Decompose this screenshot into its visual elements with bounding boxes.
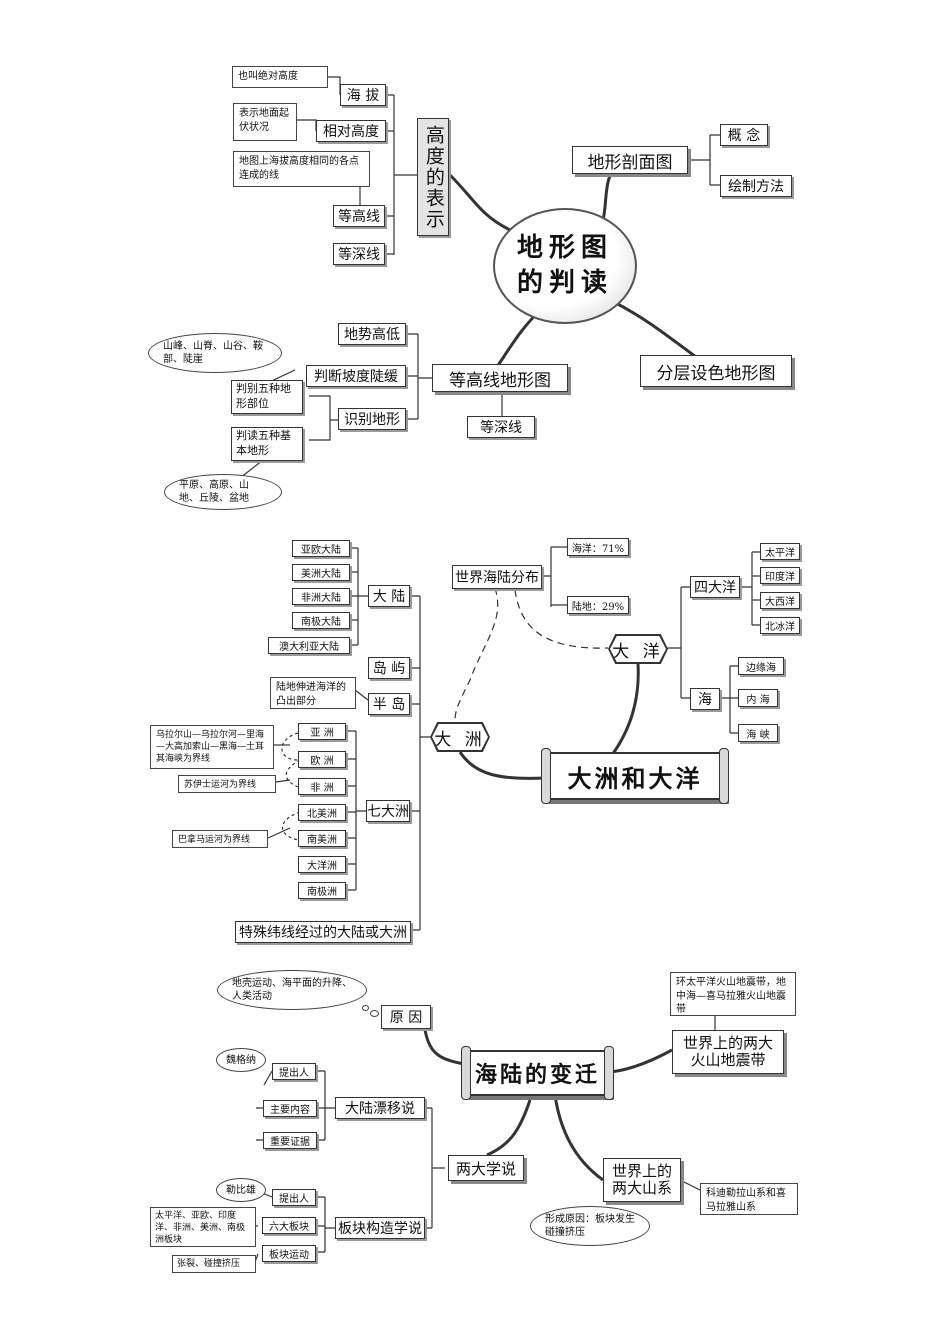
identify-landform-node: 识别地形 <box>338 408 406 430</box>
terrain-height-node: 地势高低 <box>338 323 406 345</box>
drift-content-node: 主要内容 <box>263 1100 317 1117</box>
mountain-systems-label: 世界上的两大山系 <box>611 1161 672 1197</box>
six-plates-node: 六大板块 <box>262 1217 316 1234</box>
mountain-cause-cloud: 形成原因：板块发生碰撞挤压 <box>530 1206 650 1246</box>
sea-item: 内 海 <box>738 689 778 707</box>
ocean-item: 大西洋 <box>760 592 800 609</box>
mainland-item: 澳大利亚大陆 <box>268 637 350 654</box>
plate-motion-note: 张裂、碰撞挤压 <box>172 1255 256 1273</box>
layered-color-map-node: 分层设色地形图 <box>640 355 792 387</box>
center-sea-land-change: 海陆的变迁 <box>461 1046 614 1100</box>
asia-europe-boundary-note: 乌拉尔山—乌拉尔河—里海—大高加索山—黑海—土耳其海峡为界线 <box>150 725 274 769</box>
mainland-item: 南极大陆 <box>292 612 350 629</box>
sea-item: 海 峡 <box>738 724 778 742</box>
continent-item: 亚 洲 <box>298 723 346 740</box>
plate-motion-node: 板块运动 <box>262 1245 316 1262</box>
relative-height-node: 相对高度 <box>316 120 386 142</box>
seven-continents-node: 七大洲 <box>366 800 410 822</box>
ocean-item: 北冰洋 <box>760 617 800 634</box>
land-percent-node: 陆地：29% <box>567 596 629 614</box>
continent-node: 大 洲 <box>432 724 488 750</box>
island-node: 岛 屿 <box>368 657 410 679</box>
four-oceans-node: 四大洋 <box>690 576 740 598</box>
cause-cloud: 地壳运动、海平面的升降、人类活动 <box>217 970 367 1010</box>
plate-proposer-cloud: 勒比雄 <box>216 1178 266 1202</box>
peninsula-note: 陆地伸进海洋的凸出部分 <box>270 677 356 709</box>
ocean-item: 太平洋 <box>760 543 800 560</box>
suez-boundary-note: 苏伊士运河为界线 <box>178 775 276 793</box>
continent-item: 南极洲 <box>298 882 346 899</box>
volcano-belts-label: 世界上的两大火山地震带 <box>682 1033 773 1069</box>
contour-line-note: 地图上海拔高度相同的各点连成的线 <box>233 151 370 187</box>
landform-types-cloud: 平原、高原、山地、丘陵、盆地 <box>164 474 282 510</box>
profile-concept-node: 概 念 <box>720 124 768 146</box>
panama-boundary-note: 巴拿马运河为界线 <box>172 830 268 848</box>
mainland-item: 非洲大陆 <box>292 588 350 605</box>
isobath-node-2: 等深线 <box>467 416 535 438</box>
five-landform-types-node: 判读五种基本地形 <box>231 427 303 461</box>
mainland-node: 大 陆 <box>368 585 410 607</box>
altitude-note: 也叫绝对高度 <box>232 66 328 88</box>
drift-evidence-node: 重要证据 <box>263 1132 317 1149</box>
ocean-percent-node: 海洋：71% <box>567 538 629 556</box>
sea-item: 边缘海 <box>738 657 784 675</box>
two-theories-node: 两大学说 <box>448 1155 524 1181</box>
special-latitude-node: 特殊纬线经过的大陆或大洲 <box>235 921 411 943</box>
cause-node: 原 因 <box>381 1005 431 1029</box>
ocean-node: 大 洋 <box>610 636 666 662</box>
land-sea-distribution-node: 世界海陆分布 <box>452 565 542 589</box>
volcano-belts-node: 世界上的两大火山地震带 <box>672 1030 784 1074</box>
altitude-node: 海 拔 <box>340 84 386 106</box>
profile-method-node: 绘制方法 <box>720 175 792 197</box>
peninsula-node: 半 岛 <box>368 693 410 715</box>
volcano-belts-note: 环太平洋火山地震带，地中海—喜马拉雅火山地震带 <box>670 972 796 1016</box>
mountain-systems-node: 世界上的两大山系 <box>603 1158 681 1202</box>
mainland-item: 美洲大陆 <box>292 564 350 581</box>
plate-tectonics-node: 板块构造学说 <box>335 1217 425 1239</box>
ocean-item: 印度洋 <box>760 567 800 584</box>
center-continents-oceans: 大洲和大洋 <box>541 748 729 804</box>
continental-drift-node: 大陆漂移说 <box>335 1097 425 1119</box>
continent-item: 南美洲 <box>298 830 346 847</box>
continent-item: 大洋洲 <box>298 856 346 873</box>
continent-item: 北美洲 <box>298 804 346 821</box>
drift-proposer-cloud: 魏格纳 <box>216 1048 266 1072</box>
five-landform-parts-node: 判别五种地形部位 <box>231 380 303 414</box>
thought-dot <box>370 1010 379 1017</box>
height-representation-node: 高度的表示 <box>417 118 449 236</box>
center-line2: 的判读 <box>516 268 613 298</box>
center-topographic-map-reading: 地形图 的判读 <box>493 208 637 324</box>
six-plates-note: 太平洋、亚欧、印度洋、非洲、美洲、南极洲板块 <box>150 1207 256 1247</box>
center-line1: 地形图 <box>516 232 613 263</box>
continent-item: 非 洲 <box>298 778 346 795</box>
plate-proposer-node: 提出人 <box>272 1189 316 1206</box>
slope-node: 判断坡度陡缓 <box>306 365 406 387</box>
contour-line-node: 等高线 <box>333 205 385 227</box>
mountain-systems-note: 科迪勒拉山系和喜马拉雅山系 <box>700 1183 798 1215</box>
continent-item: 欧 洲 <box>298 751 346 768</box>
drift-proposer-node: 提出人 <box>272 1063 316 1080</box>
profile-map-node: 地形剖面图 <box>572 146 688 174</box>
sea-node: 海 <box>690 688 720 710</box>
thought-dot <box>362 1005 369 1011</box>
relative-height-note: 表示地面起伏状况 <box>233 103 297 141</box>
isobath-node-1: 等深线 <box>333 243 385 265</box>
landform-parts-cloud: 山峰、山脊、山谷、鞍部、陡崖 <box>148 333 282 373</box>
contour-topo-map-node: 等高线地形图 <box>432 364 568 392</box>
mainland-item: 亚欧大陆 <box>292 540 350 557</box>
